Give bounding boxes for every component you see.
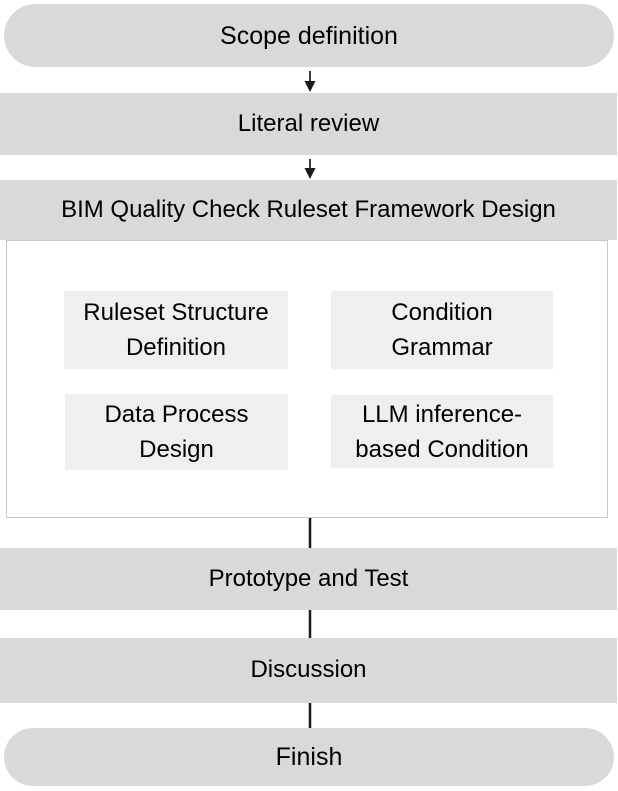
subnode-label-line2: Definition xyxy=(125,334,227,361)
arrowhead-icon xyxy=(304,81,316,92)
arrow-scope-to-literal xyxy=(304,71,316,92)
subnode-condition-grammar: Condition Grammar xyxy=(331,291,553,369)
subnode-data-process-design: Data Process Design xyxy=(65,394,288,470)
node-label: Finish xyxy=(275,743,343,771)
node-scope-definition: Scope definition xyxy=(4,4,614,67)
node-label: BIM Quality Check Ruleset Framework Desi… xyxy=(61,195,556,223)
subnode-label-line2: Grammar xyxy=(391,334,493,361)
subnode-llm-inference-condition: LLM inference- based Condition xyxy=(331,395,553,468)
framework-detail-container xyxy=(6,240,608,518)
subnode-label-line2: Design xyxy=(139,436,214,463)
node-label: Literal review xyxy=(237,109,380,137)
node-prototype-and-test: Prototype and Test xyxy=(0,548,617,610)
arrow-literal-to-framework xyxy=(304,159,316,179)
subnode-ruleset-structure-definition: Ruleset Structure Definition xyxy=(64,291,288,369)
node-label: Prototype and Test xyxy=(208,564,409,592)
arrowhead-icon xyxy=(304,168,316,179)
node-label: Scope definition xyxy=(220,21,398,50)
subnode-label-line1: LLM inference- xyxy=(361,400,523,428)
node-literal-review: Literal review xyxy=(0,93,617,155)
subnode-label-line1: Ruleset Structure xyxy=(83,299,269,326)
subnode-label-line1: Condition xyxy=(391,299,493,326)
node-framework-design: BIM Quality Check Ruleset Framework Desi… xyxy=(0,180,617,240)
subnode-label-line1: Data Process xyxy=(104,401,249,428)
node-label: Discussion xyxy=(250,656,367,684)
subnode-label-line2: based Condition xyxy=(355,435,529,463)
node-finish: Finish xyxy=(4,728,614,786)
node-discussion: Discussion xyxy=(0,638,617,703)
